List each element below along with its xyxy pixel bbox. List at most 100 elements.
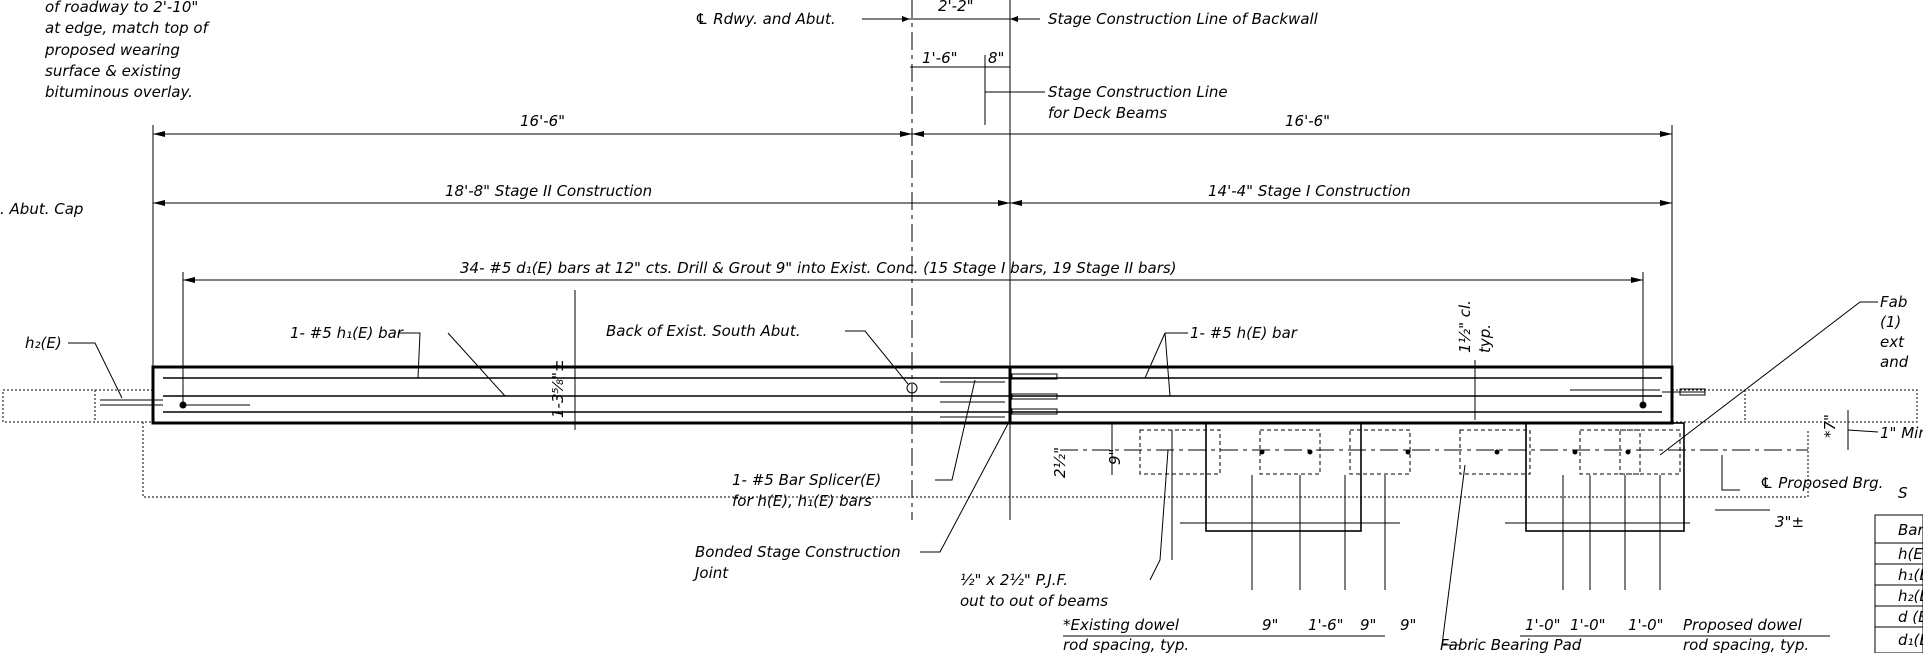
splicer-3: [1011, 408, 1058, 415]
table-row: h₁(E: [1898, 566, 1923, 584]
fabric-pad-label: Fabric Bearing Pad: [1440, 636, 1582, 653]
note-line-1: of roadway to 2'-10": [45, 0, 198, 16]
fab-right-4: and: [1880, 353, 1909, 371]
bottom-dim-1-0-c: 1'-0": [1628, 616, 1664, 634]
h2-leader: [68, 342, 123, 399]
back-exist-leader: [845, 330, 909, 385]
dim-16-6-left: 16'-6": [520, 112, 565, 130]
bottom-dim-9-c: 9": [1400, 616, 1416, 634]
arrowhead: [1660, 131, 1672, 137]
dim-7-star: *7": [1821, 414, 1839, 438]
arrowhead: [902, 16, 910, 22]
note-line-2: at edge, match top of: [45, 19, 211, 37]
bottom-dim-1-0-a: 1'-0": [1525, 616, 1561, 634]
dowel-box: [1139, 429, 1221, 475]
splicer-leader: [935, 379, 976, 481]
fabric-pad-leader: [1441, 464, 1466, 646]
bar-h-leader-1: [1144, 332, 1166, 379]
abut-cap-label: . Abut. Cap: [0, 200, 83, 218]
proposed-dowel-2: rod spacing, typ.: [1683, 636, 1809, 653]
proposed-brg-label: ℄ Proposed Brg.: [1760, 474, 1883, 492]
dowel: [1625, 449, 1631, 455]
stage-line-deck-label-1: Stage Construction Line: [1048, 83, 1228, 101]
note-line-3: proposed wearing: [44, 41, 180, 59]
bonded-label-2: Joint: [692, 564, 729, 582]
bottom-dim-9-b: 9": [1360, 616, 1376, 634]
dowel-box: [1459, 429, 1531, 475]
arrowhead: [1010, 200, 1022, 206]
arrowhead: [183, 277, 195, 283]
bar-h-label: 1- #5 h(E) bar: [1190, 324, 1298, 342]
splicer-2: [1011, 393, 1058, 400]
bar-right-tab: [1679, 388, 1706, 396]
bar-end-left: [179, 401, 187, 409]
table-row: h₂(E: [1898, 587, 1923, 605]
bar-table: Bar h(E h₁(E h₂(E d (E d₁(E: [1874, 514, 1923, 653]
arrowhead: [912, 131, 924, 137]
dim-9-vertical: 9": [1106, 449, 1124, 465]
dowel: [1494, 449, 1500, 455]
table-header: Bar: [1898, 521, 1923, 539]
arrowhead: [1010, 16, 1018, 22]
dowel: [1405, 449, 1411, 455]
dim-2-half: 2½": [1051, 447, 1069, 478]
back-exist-label: Back of Exist. South Abut.: [606, 322, 800, 340]
beam-right: [1525, 422, 1685, 532]
arrowhead: [1631, 277, 1643, 283]
arrowhead: [1660, 200, 1672, 206]
pjf-leader: [1149, 449, 1169, 581]
note-line-5: bituminous overlay.: [45, 83, 193, 101]
bar-end-right: [1639, 401, 1647, 409]
back-of-abut-marker: [906, 382, 918, 394]
bottom-dim-9-a: 9": [1262, 616, 1278, 634]
arrowhead: [998, 200, 1010, 206]
dim-8: 8": [988, 49, 1004, 67]
existing-dowel-2: rod spacing, typ.: [1063, 636, 1189, 653]
existing-dowel-1: *Existing dowel: [1063, 616, 1180, 634]
bottom-dim-1-0-b: 1'-0": [1570, 616, 1606, 634]
dim-1-6: 1'-6": [922, 49, 958, 67]
backwall: [151, 365, 1674, 425]
fab-right-3: ext: [1880, 333, 1905, 351]
arrowhead: [153, 200, 165, 206]
beam-left: [1205, 422, 1362, 532]
dim-2-2: 2'-2": [938, 0, 974, 15]
one-min-label: 1" Min: [1880, 424, 1923, 442]
arrowhead: [153, 131, 165, 137]
bonded-leader: [920, 419, 1011, 553]
dowel-box: [1349, 429, 1411, 475]
pjf-label-1: ½" x 2½" P.J.F.: [960, 571, 1068, 589]
three-plus-minus: 3"±: [1775, 513, 1804, 531]
arrowhead: [900, 131, 912, 137]
pjf-label-2: out to out of beams: [960, 592, 1108, 610]
table-row: h(E: [1898, 545, 1923, 563]
bonded-label-1: Bonded Stage Construction: [695, 543, 901, 561]
dowel-box: [1579, 429, 1641, 475]
clear-typ-2: typ.: [1476, 324, 1494, 353]
existing-abutment-outline: [142, 422, 1809, 498]
bottom-dim-1-6: 1'-6": [1308, 616, 1344, 634]
table-frame: [1874, 514, 1923, 653]
proposed-brg-leader: [1721, 455, 1740, 491]
stage-line-backwall-label: Stage Construction Line of Backwall: [1048, 10, 1319, 28]
proposed-dowel-1: Proposed dowel: [1683, 616, 1803, 634]
dowel-box: [1619, 429, 1681, 475]
splicer-1: [1011, 373, 1058, 380]
bar-h1-leader-2: [447, 332, 506, 397]
splicer-label-1: 1- #5 Bar Splicer(E): [732, 471, 881, 489]
dim-16-6-right: 16'-6": [1285, 112, 1330, 130]
cl-rdwy-label: ℄ Rdwy. and Abut.: [695, 10, 836, 28]
splicer-label-2: for h(E), h₁(E) bars: [732, 492, 872, 510]
fab-right-leader: [1659, 301, 1878, 456]
existing-left-deck: [2, 389, 154, 423]
dowel: [1259, 449, 1265, 455]
table-row: d (E: [1898, 608, 1923, 626]
fab-right-2: (1): [1880, 313, 1901, 331]
bar-h1-label: 1- #5 h₁(E) bar: [290, 324, 404, 342]
dim-34-bars: 34- #5 d₁(E) bars at 12" cts. Drill & Gr…: [460, 259, 1177, 277]
fab-right-1: Fab: [1880, 293, 1907, 311]
top-left-note: of roadway to 2'-10" at edge, match top …: [44, 0, 211, 101]
bar-h-leader-2: [1164, 332, 1171, 397]
h2-label: h₂(E): [25, 334, 62, 352]
